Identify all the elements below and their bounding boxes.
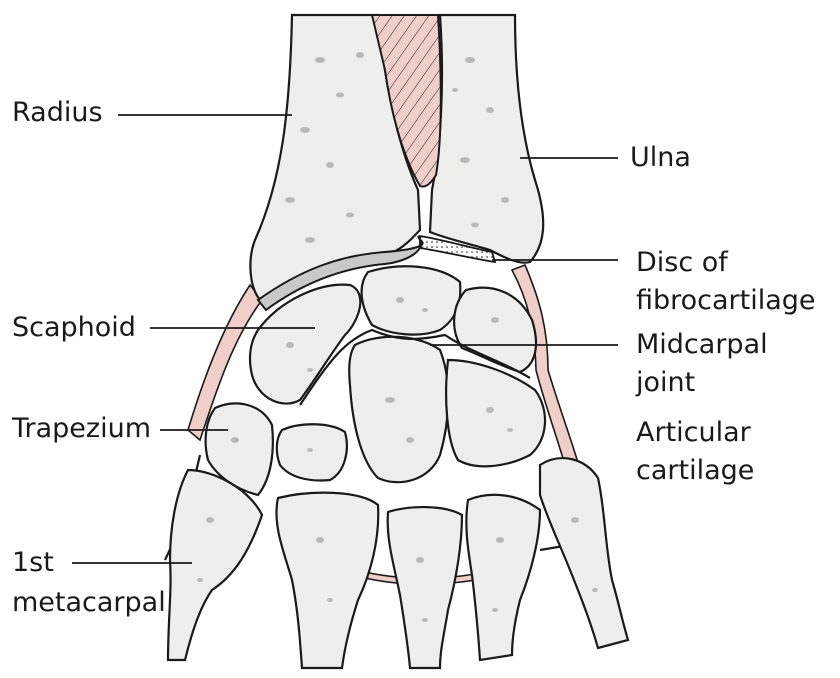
- second-metacarpal-bone: [275, 491, 380, 670]
- hamate-bone: [445, 358, 547, 468]
- lateral-ligament: [187, 283, 264, 442]
- metacarpal-bones: [166, 457, 630, 670]
- label-radius: Radius: [12, 97, 103, 128]
- label-articular-line2: cartilage: [636, 455, 755, 486]
- label-midcarpal-line2: joint: [636, 367, 696, 398]
- lunate-bone: [360, 265, 462, 336]
- label-1st: 1st: [12, 547, 54, 578]
- disc-of-fibrocartilage: [419, 234, 497, 264]
- radiocarpal-cartilage: [256, 235, 424, 312]
- label-trapezium: Trapezium: [12, 413, 152, 444]
- third-metacarpal-bone: [386, 505, 464, 670]
- label-disc-line1: Disc of: [636, 247, 728, 278]
- label-scaphoid: Scaphoid: [12, 312, 136, 343]
- first-metacarpal-bone: [166, 468, 264, 662]
- fourth-metacarpal-bone: [465, 493, 542, 662]
- fifth-metacarpal-bone: [538, 457, 630, 650]
- label-ulna: Ulna: [630, 142, 691, 173]
- trapezium-bone: [204, 402, 274, 497]
- ulna-bone: [428, 13, 545, 264]
- label-metacarpal: metacarpal: [12, 587, 166, 618]
- trapezoid-bone: [275, 423, 348, 482]
- capitate-bone: [348, 335, 450, 484]
- bone-texture: [197, 52, 598, 622]
- label-articular-line1: Articular: [636, 417, 751, 448]
- interosseous-muscle: [370, 14, 442, 188]
- midcarpal-joint-line: [299, 328, 531, 406]
- label-disc-line2: fibrocartilage: [636, 285, 816, 316]
- scaphoid-bone: [248, 283, 362, 405]
- label-midcarpal-line1: Midcarpal: [636, 329, 768, 360]
